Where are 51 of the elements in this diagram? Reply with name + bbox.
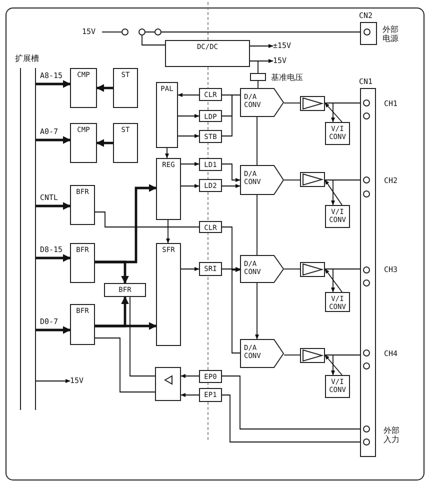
bus-arrow <box>96 139 113 147</box>
buffer-box <box>155 367 181 401</box>
node-label: 基准电压 <box>271 73 303 82</box>
connector-line <box>222 394 360 442</box>
arrow <box>180 162 200 166</box>
arrow <box>178 134 200 138</box>
connector-line <box>284 102 300 104</box>
connector-line <box>256 194 258 256</box>
bus-arrow <box>36 202 71 210</box>
arrow <box>250 44 274 48</box>
bus-arrow <box>95 260 129 284</box>
arrow <box>166 220 170 244</box>
amplifier-box <box>300 348 325 363</box>
amplifier-box <box>300 172 325 187</box>
node-label: 外部电源 <box>382 25 399 43</box>
bus-arrow <box>36 80 71 88</box>
connector-line <box>284 354 300 356</box>
slot-label: 扩展槽 <box>15 54 39 63</box>
bus-arrow <box>36 136 71 144</box>
arrow <box>180 374 200 378</box>
bus-arrow <box>95 296 129 328</box>
arrow <box>180 267 200 271</box>
connector-line <box>222 376 360 430</box>
amplifier-box <box>300 96 325 111</box>
connector-line <box>94 338 156 392</box>
connector-line <box>142 32 360 46</box>
arrow <box>178 114 200 118</box>
bus-arrow <box>36 254 71 262</box>
arrow <box>324 268 342 292</box>
arrow <box>222 226 240 272</box>
arrow <box>324 354 342 376</box>
connector-line <box>222 94 240 96</box>
arrow <box>255 282 259 340</box>
connector-line <box>130 296 156 376</box>
arrow <box>324 102 342 122</box>
arrow <box>222 184 240 188</box>
connector-line <box>256 116 258 166</box>
arrow <box>178 93 200 97</box>
connector-line <box>250 60 258 74</box>
arrow <box>222 164 240 182</box>
arrow <box>180 184 200 188</box>
arrow <box>165 148 169 158</box>
amplifier-box <box>300 262 325 277</box>
arrow <box>324 180 342 206</box>
arrow <box>36 379 70 383</box>
bus-arrow <box>36 326 71 334</box>
arrow <box>180 393 200 397</box>
connector-line <box>94 212 200 228</box>
node-label: 外部入力 <box>383 426 400 444</box>
bus-arrow <box>96 84 113 92</box>
connector-line <box>284 268 300 270</box>
